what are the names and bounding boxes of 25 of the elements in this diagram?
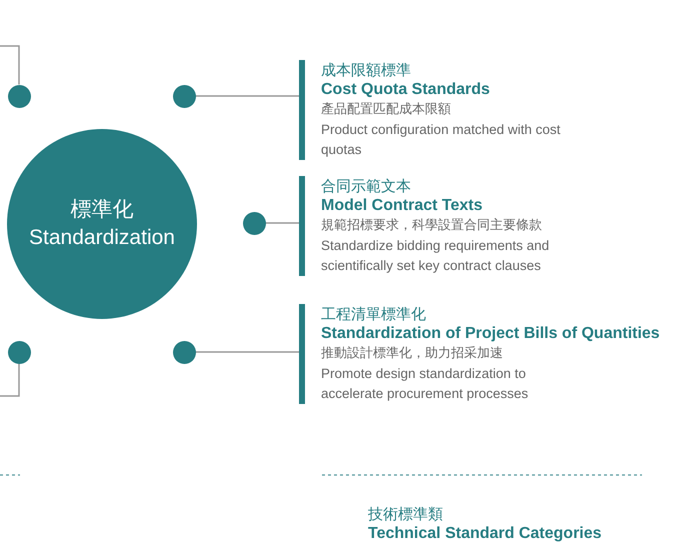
dot bbox=[172, 84, 196, 108]
connector-line bbox=[0, 364, 20, 397]
dot bbox=[8, 84, 30, 108]
subheading: Cost Quota Standards bbox=[321, 80, 490, 100]
heading: 成本限額標準 bbox=[321, 60, 411, 80]
dot bbox=[8, 340, 30, 364]
description: 產品配置匹配成本限額 bbox=[321, 101, 451, 119]
connector-line bbox=[266, 222, 299, 224]
subheading: Model Contract Texts bbox=[321, 196, 482, 216]
subheading: Standardization of Project Bills of Quantities bbox=[321, 324, 660, 344]
description: 規範招標要求，科學設置合同主要條款 bbox=[321, 217, 542, 235]
heading: 合同示範文本 bbox=[321, 176, 411, 196]
description: Promote design standardization to accelerate procurement processes bbox=[321, 365, 530, 403]
description: 推動設計標準化，助力招采加速 bbox=[321, 345, 503, 363]
description: Product configuration matched with cost quotas bbox=[321, 121, 562, 159]
description: Standardize bidding requirements and scientifically set key contract clauses bbox=[321, 237, 550, 275]
connector-line bbox=[0, 45, 20, 84]
label-heading: 技術標準類 bbox=[368, 504, 443, 524]
connector-line bbox=[196, 351, 299, 353]
label-subheading: Technical Standard Categories bbox=[368, 524, 602, 543]
dot bbox=[242, 212, 266, 234]
connector-line bbox=[196, 95, 299, 97]
dot bbox=[172, 340, 196, 364]
circle-label: 標準化 Standardization bbox=[28, 197, 176, 251]
heading: 工程清單標準化 bbox=[321, 304, 426, 324]
